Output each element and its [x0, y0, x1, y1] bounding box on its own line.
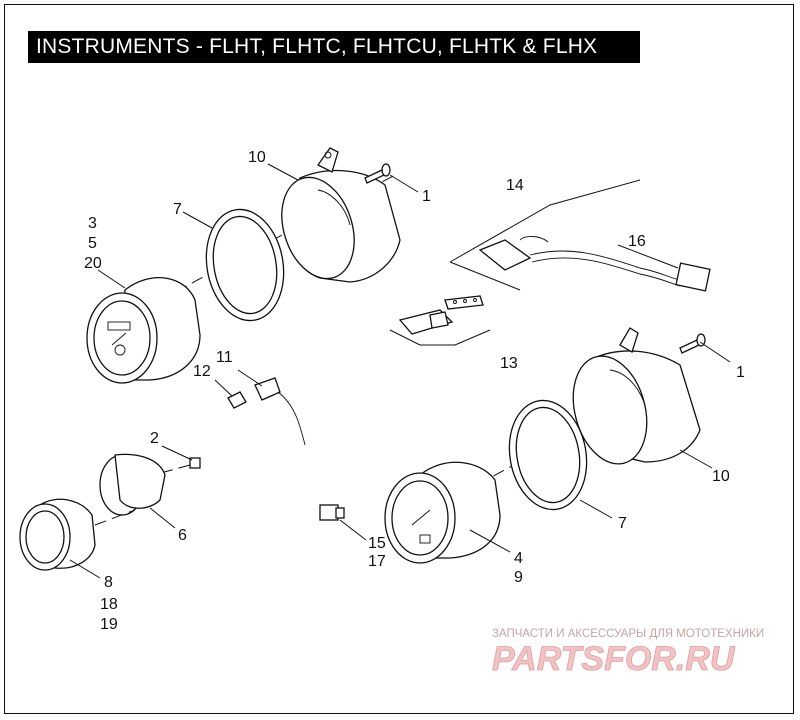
tachometer-gauge — [384, 461, 501, 564]
callout-10-upper: 10 — [248, 149, 266, 166]
diagram-title: INSTRUMENTS - FLHT, FLHTC, FLHTCU, FLHTK… — [28, 31, 640, 63]
callout-17: 17 — [368, 553, 386, 570]
watermark-subtitle: ЗАПЧАСТИ И АКСЕССУАРЫ ДЛЯ МОТОТЕХНИКИ — [492, 628, 764, 640]
callout-20: 20 — [84, 255, 102, 272]
sender-and-boot — [214, 369, 306, 446]
diagram-frame — [4, 4, 794, 714]
upper-trim-ring — [205, 208, 285, 322]
callout-16: 16 — [628, 233, 646, 250]
callout-8: 8 — [104, 574, 113, 591]
gauge-bracket — [99, 453, 166, 516]
lower-gauge-housing — [572, 327, 701, 465]
upper-gauge-housing — [281, 147, 401, 283]
callout-1-lower: 1 — [736, 364, 745, 381]
lower-screw — [679, 333, 706, 354]
callout-13: 13 — [500, 355, 518, 372]
small-bulb — [319, 504, 345, 521]
callout-7-lower: 7 — [618, 515, 627, 532]
callout-15: 15 — [368, 535, 386, 552]
callout-11: 11 — [216, 349, 233, 366]
speedometer-gauge — [86, 277, 201, 384]
bulb-socket-group — [389, 295, 491, 346]
upper-screw — [364, 163, 391, 184]
lower-trim-ring — [508, 399, 588, 511]
callout-18: 18 — [100, 596, 118, 613]
callout-1-upper: 1 — [422, 188, 431, 205]
callout-6: 6 — [178, 527, 187, 544]
callout-5: 5 — [88, 235, 97, 252]
wiring-harness — [449, 179, 711, 292]
callout-3: 3 — [88, 215, 97, 232]
callout-2: 2 — [150, 430, 159, 447]
callout-10-lower: 10 — [712, 468, 730, 485]
callout-4: 4 — [514, 550, 523, 567]
callout-7-upper: 7 — [173, 201, 182, 218]
callout-14: 14 — [506, 177, 524, 194]
callout-12: 12 — [193, 363, 211, 380]
watermark-logo: PARTSFOR.RU — [492, 640, 736, 678]
callout-19: 19 — [100, 616, 118, 633]
callout-9: 9 — [514, 569, 523, 586]
callout-leaders — [69, 163, 731, 579]
small-gauge — [19, 498, 136, 571]
